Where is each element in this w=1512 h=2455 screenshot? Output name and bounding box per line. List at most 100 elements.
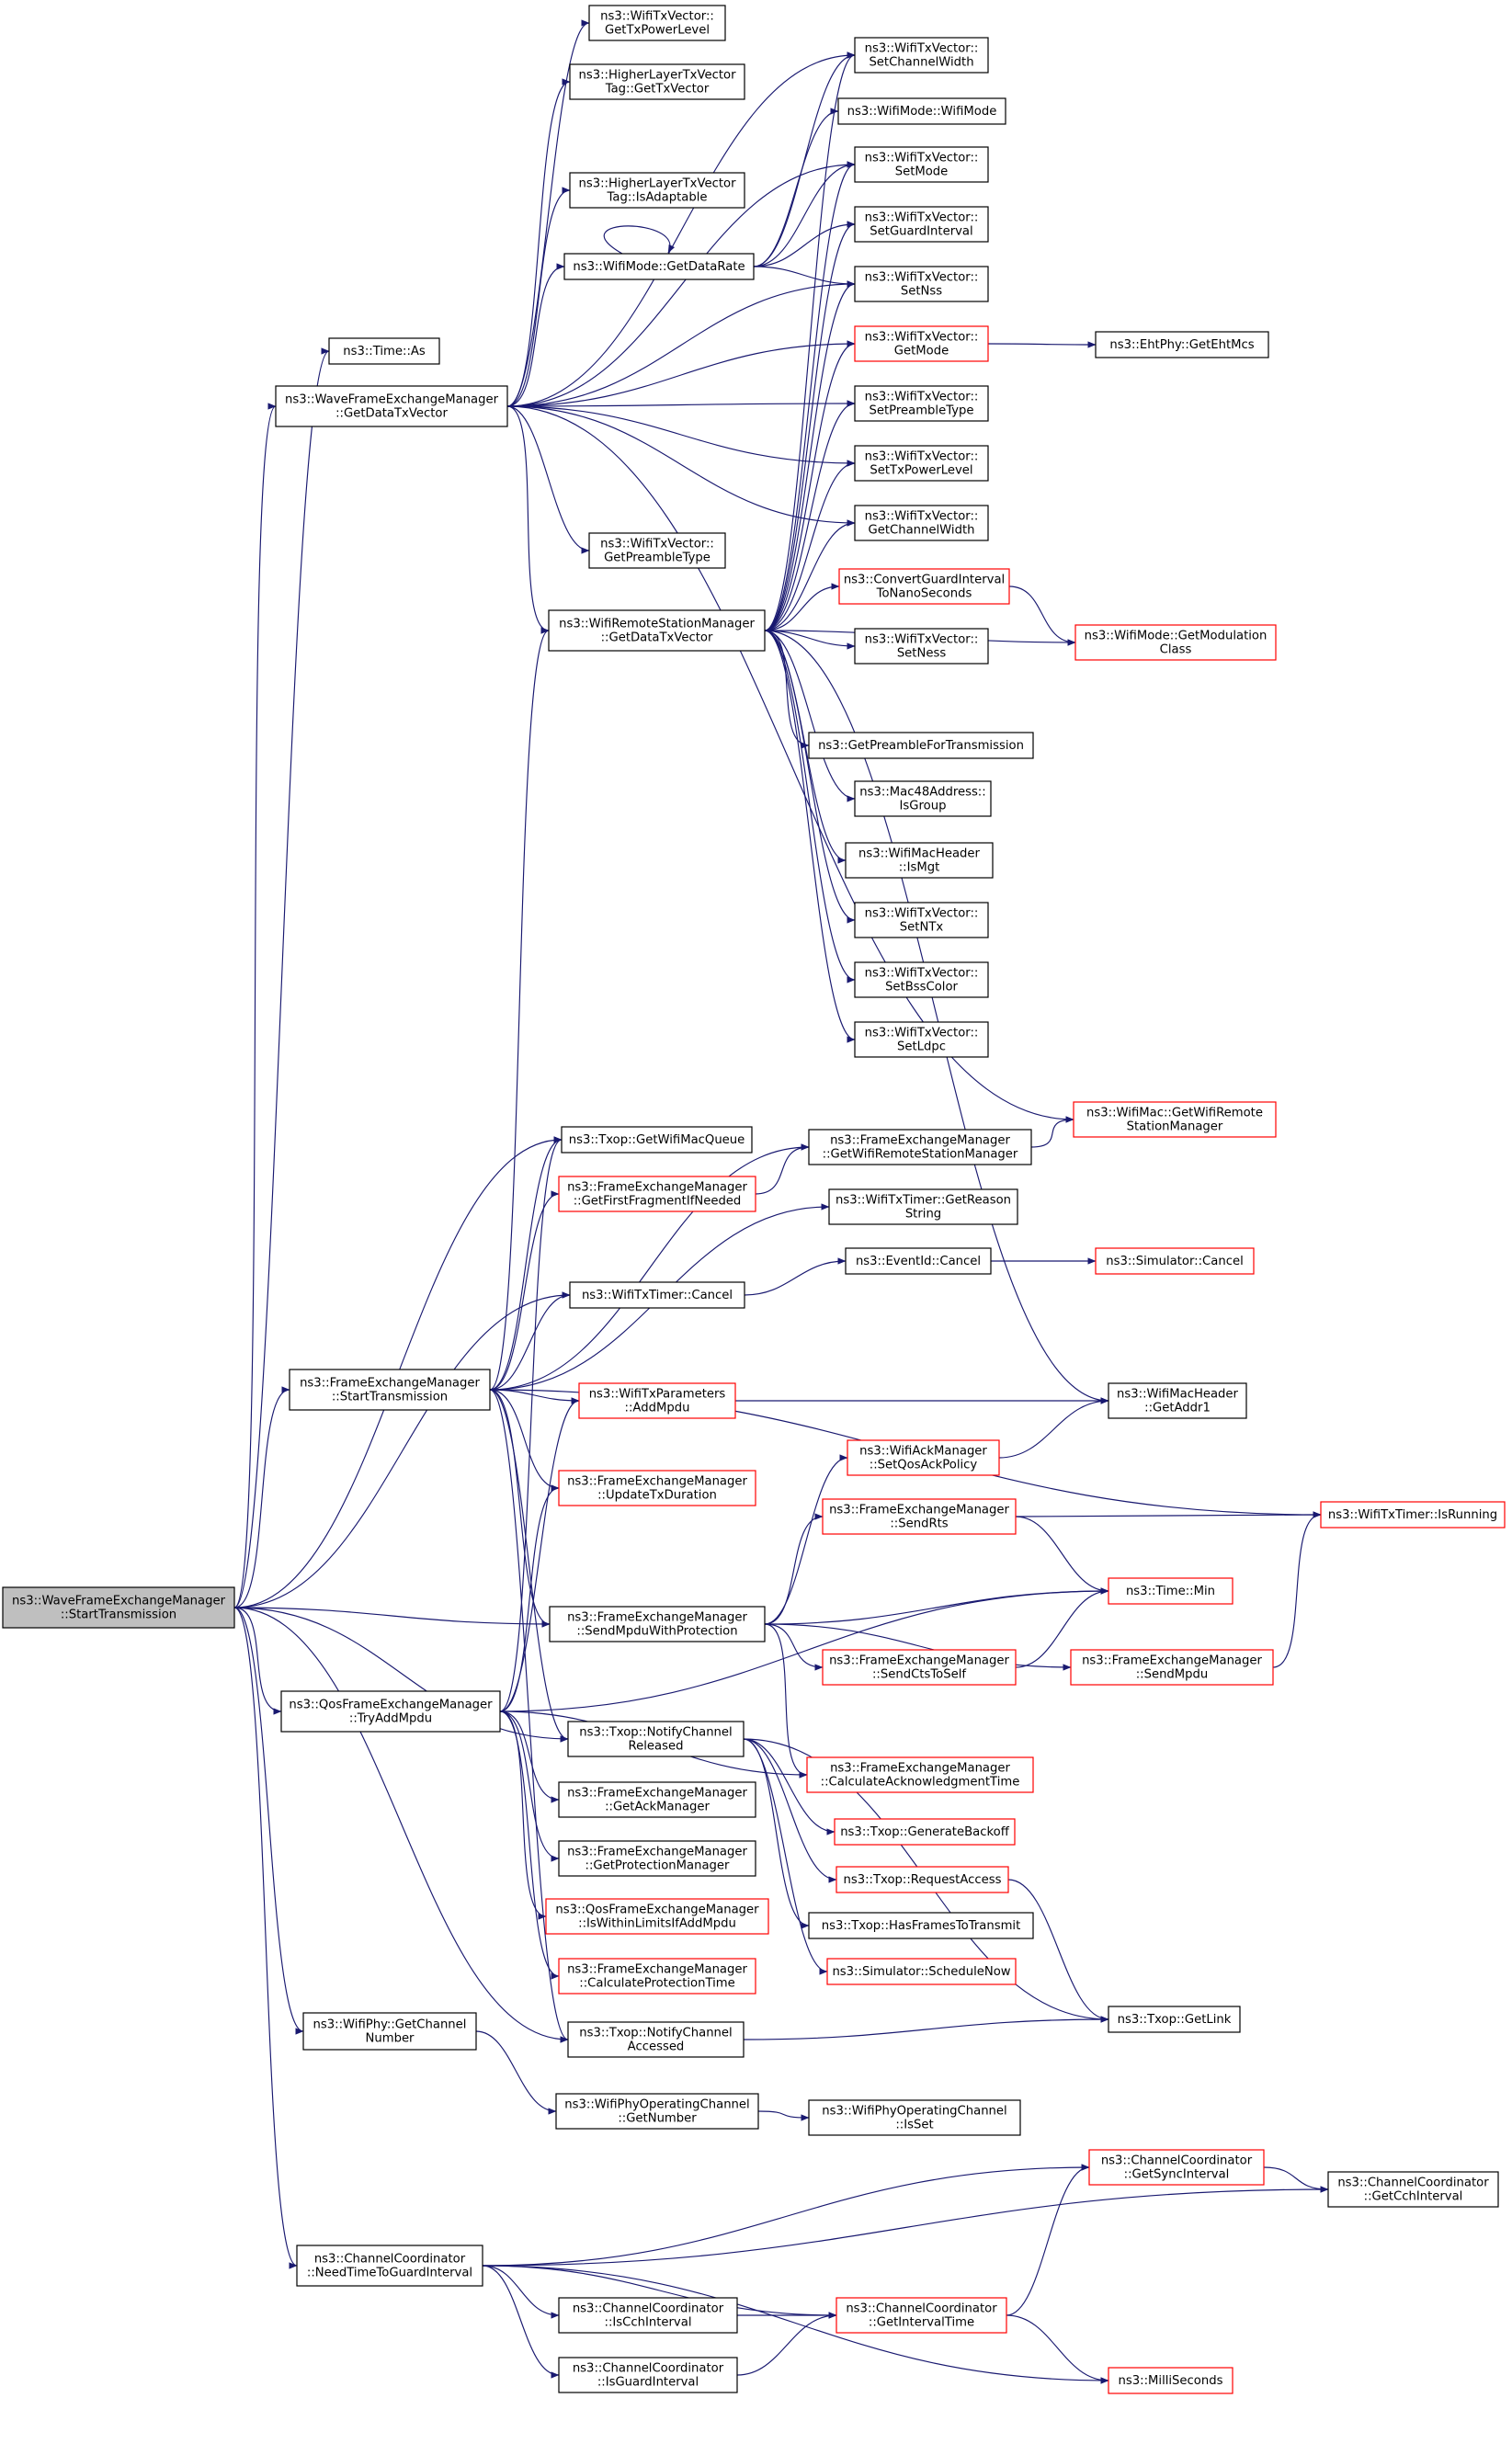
- node-label: ns3::Txop::NotifyChannel: [579, 1726, 732, 1740]
- call-edge: [764, 51, 856, 631]
- function-node[interactable]: ns3::FrameExchangeManager::SendCtsToSelf: [822, 1649, 1017, 1686]
- function-node[interactable]: ns3::WifiTxVector::GetPreambleType: [588, 532, 726, 569]
- function-node[interactable]: ns3::WifiTxTimer::Cancel: [569, 1281, 745, 1309]
- function-node[interactable]: ns3::FrameExchangeManager::CalculateProt…: [558, 1958, 756, 1995]
- function-node[interactable]: ns3::WifiMode::GetDataRate: [563, 253, 755, 280]
- node-label: GetMode: [894, 345, 949, 358]
- function-node[interactable]: ns3::WifiMacHeader::GetAddr1: [1108, 1382, 1247, 1419]
- function-node[interactable]: ns3::EhtPhy::GetEhtMcs: [1095, 331, 1269, 358]
- function-node[interactable]: ns3::GetPreambleForTransmission: [808, 732, 1034, 759]
- function-node[interactable]: ns3::WifiPhyOperatingChannel::IsSet: [808, 2099, 1021, 2136]
- function-node[interactable]: ns3::ChannelCoordinator::IsCchInterval: [558, 2297, 738, 2334]
- function-node[interactable]: ns3::Txop::GetLink: [1108, 2006, 1241, 2033]
- call-edge: [1006, 2314, 1109, 2384]
- function-node[interactable]: ns3::Time::Min: [1108, 1577, 1233, 1605]
- function-node[interactable]: ns3::FrameExchangeManager::UpdateTxDurat…: [558, 1470, 756, 1506]
- call-edge: [233, 1607, 282, 1715]
- node-label: ::GetAckManager: [605, 1801, 710, 1814]
- function-node[interactable]: ns3::QosFrameExchangeManager::TryAddMpdu: [280, 1690, 501, 1733]
- function-node[interactable]: ns3::QosFrameExchangeManager::IsWithinLi…: [545, 1898, 769, 1935]
- node-label: ns3::WifiTxVector::: [865, 1027, 979, 1040]
- function-node[interactable]: ns3::WifiTxVector::SetTxPowerLevel: [854, 445, 989, 482]
- function-node[interactable]: ns3::WifiTxVector::SetNss: [854, 266, 989, 302]
- function-node[interactable]: ns3::Simulator::Cancel: [1095, 1247, 1255, 1275]
- call-edge: [506, 280, 856, 407]
- call-edge: [764, 630, 856, 983]
- node-box: [567, 2021, 745, 2058]
- node-box: [854, 961, 989, 998]
- function-node[interactable]: ns3::WaveFrameExchangeManager::StartTran…: [2, 1586, 235, 1629]
- function-node[interactable]: ns3::WifiTxVector::SetLdpc: [854, 1021, 989, 1058]
- function-node[interactable]: ns3::ChannelCoordinator::NeedTimeToGuard…: [296, 2245, 483, 2287]
- function-node[interactable]: ns3::ChannelCoordinator::GetSyncInterval: [1088, 2149, 1265, 2186]
- function-node[interactable]: ns3::Mac48Address::IsGroup: [854, 780, 992, 817]
- function-node[interactable]: ns3::WifiTxVector::SetGuardInterval: [854, 206, 989, 243]
- call-edge: [475, 2030, 557, 2115]
- function-node[interactable]: ns3::WifiAckManager::SetQosAckPolicy: [847, 1439, 1000, 1476]
- node-label: ::SendCtsToSelf: [872, 1668, 966, 1682]
- call-edge: [1015, 1587, 1109, 1668]
- function-node[interactable]: ns3::FrameExchangeManager::SendRts: [822, 1498, 1017, 1535]
- function-node[interactable]: ns3::MilliSeconds: [1108, 2367, 1233, 2394]
- node-box: [558, 2297, 738, 2334]
- function-node[interactable]: ns3::WifiMode::WifiMode: [837, 97, 1006, 125]
- function-node[interactable]: ns3::WifiRemoteStationManager::GetDataTx…: [548, 609, 766, 652]
- function-node[interactable]: ns3::FrameExchangeManager::SendMpduWithP…: [549, 1606, 766, 1642]
- function-node[interactable]: ns3::WifiTxVector::SetNess: [854, 628, 989, 665]
- node-box: [854, 325, 989, 362]
- function-node[interactable]: ns3::FrameExchangeManager::CalculateAckn…: [806, 1756, 1034, 1793]
- call-edge: [764, 221, 856, 631]
- node-label: SetBssColor: [885, 981, 958, 995]
- call-edge: [1015, 1516, 1109, 1595]
- function-node[interactable]: ns3::WifiTxVector::SetMode: [854, 146, 989, 183]
- function-node[interactable]: ns3::WifiTxVector::GetChannelWidth: [854, 505, 989, 541]
- function-node[interactable]: ns3::WifiTxVector::SetBssColor: [854, 961, 989, 998]
- node-box: [808, 1129, 1032, 1165]
- function-node[interactable]: ns3::FrameExchangeManager::GetWifiRemote…: [808, 1129, 1032, 1165]
- function-node[interactable]: ns3::WaveFrameExchangeManager::GetDataTx…: [275, 385, 508, 427]
- function-node[interactable]: ns3::WifiTxTimer::IsRunning: [1320, 1501, 1506, 1529]
- function-node[interactable]: ns3::Txop::HasFramesToTransmit: [808, 1912, 1034, 1939]
- function-node[interactable]: ns3::WifiTxVector::GetMode: [854, 325, 989, 362]
- function-node[interactable]: ns3::FrameExchangeManager::StartTransmis…: [289, 1369, 491, 1411]
- call-edge: [755, 1143, 810, 1195]
- node-label: ns3::WifiTxVector::: [865, 450, 979, 464]
- function-node[interactable]: ns3::WifiTxVector::SetNTx: [854, 902, 989, 938]
- function-node[interactable]: ns3::ChannelCoordinator::IsGuardInterval: [558, 2357, 738, 2393]
- function-node[interactable]: ns3::ChannelCoordinator::GetCchInterval: [1327, 2171, 1499, 2208]
- function-node[interactable]: ns3::Txop::GenerateBackoff: [834, 1818, 1016, 1846]
- node-box: [838, 568, 1010, 605]
- function-node[interactable]: ns3::FrameExchangeManager::GetFirstFragm…: [558, 1176, 756, 1212]
- function-node[interactable]: ns3::WifiMac::GetWifiRemoteStationManage…: [1073, 1101, 1277, 1138]
- function-node[interactable]: ns3::WifiMacHeader::IsMgt: [845, 842, 994, 879]
- node-box: [822, 1498, 1017, 1535]
- function-node[interactable]: ns3::WifiTxParameters::AddMpdu: [578, 1382, 736, 1419]
- function-node[interactable]: ns3::ChannelCoordinator::GetIntervalTime: [836, 2297, 1007, 2334]
- function-node[interactable]: ns3::FrameExchangeManager::GetAckManager: [558, 1781, 756, 1818]
- function-node[interactable]: ns3::FrameExchangeManager::GetProtection…: [558, 1840, 756, 1877]
- node-label: ns3::WifiTxVector::: [865, 271, 979, 285]
- call-edge: [499, 1711, 560, 1803]
- function-node[interactable]: ns3::Txop::RequestAccess: [836, 1866, 1009, 1893]
- function-node[interactable]: ns3::EventId::Cancel: [845, 1247, 992, 1275]
- node-label: ns3::Txop::HasFramesToTransmit: [822, 1919, 1021, 1933]
- call-edge: [764, 630, 856, 802]
- function-node[interactable]: ns3::WifiTxVector::SetChannelWidth: [854, 37, 989, 74]
- function-node[interactable]: ns3::WifiTxVector::SetPreambleType: [854, 385, 989, 422]
- function-node[interactable]: ns3::Time::As: [328, 337, 440, 365]
- function-node[interactable]: ns3::Simulator::ScheduleNow: [826, 1958, 1017, 1985]
- function-node[interactable]: ns3::Txop::GetWifiMacQueue: [561, 1126, 753, 1154]
- node-label: ns3::Txop::NotifyChannel: [579, 2027, 732, 2040]
- function-node[interactable]: ns3::WifiTxVector::GetTxPowerLevel: [588, 5, 726, 41]
- function-node[interactable]: ns3::FrameExchangeManager::SendMpdu: [1070, 1649, 1274, 1686]
- function-node[interactable]: ns3::WifiPhyOperatingChannel::GetNumber: [555, 2093, 759, 2130]
